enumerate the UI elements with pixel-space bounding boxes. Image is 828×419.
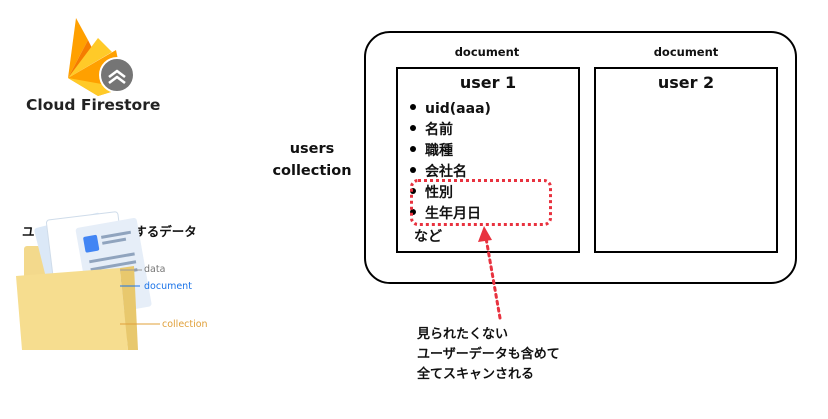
field-item: 生年月日: [410, 204, 491, 225]
legend-collection: collection: [162, 319, 208, 330]
bullet-icon: [410, 146, 416, 152]
field-item: uid(aaa): [410, 99, 491, 120]
field-item: 職種: [410, 141, 491, 162]
legend-data: data: [144, 264, 166, 275]
bullet-icon: [410, 188, 416, 194]
field-item: 性別: [410, 183, 491, 204]
dotted-arrow-icon: [478, 226, 502, 320]
document-label-2: document: [653, 45, 719, 59]
collection-box: [364, 31, 797, 284]
field-item: 会社名: [410, 162, 491, 183]
bullet-icon: [410, 209, 416, 215]
bullet-icon: [410, 167, 416, 173]
legend-lines: [120, 269, 160, 325]
field-list: uid(aaa) 名前 職種 会社名 性別 生年月日: [410, 99, 491, 225]
bullet-icon: [410, 104, 416, 110]
bullet-icon: [410, 125, 416, 131]
document-title: user 2: [657, 73, 715, 92]
field-item: 名前: [410, 120, 491, 141]
collection-label: users collection: [272, 141, 352, 179]
document-title: user 1: [459, 73, 517, 92]
document-label-1: document: [454, 45, 520, 59]
legend-document: document: [144, 281, 192, 292]
sensitive-fields-highlight: [410, 179, 552, 226]
field-more: など: [414, 229, 442, 245]
scan-warning-note: 見られたくない ユーザーデータも含めて 全てスキャンされる: [417, 327, 560, 382]
folder-documents-icon: [16, 211, 152, 350]
document-box-user2: user 2: [594, 67, 778, 253]
firebase-icon: [68, 18, 135, 96]
firestore-title: Cloud Firestore: [26, 96, 161, 114]
